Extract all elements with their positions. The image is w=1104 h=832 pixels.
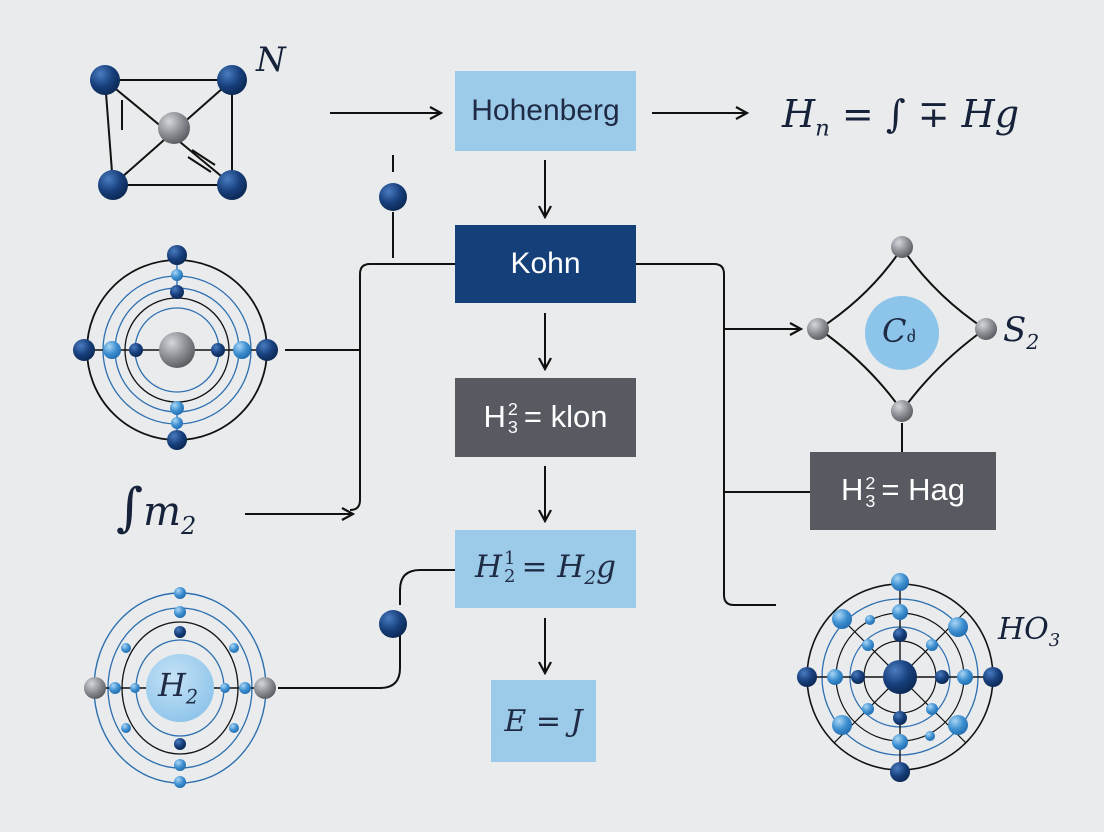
h3-hag-rest: = Hag	[881, 472, 965, 508]
hn-rest: = ∫ ∓ Hg	[841, 92, 1020, 136]
c-label: Cძ	[882, 312, 916, 350]
h2-h2g-base: H	[474, 548, 503, 585]
atom-to-h2-box	[399, 569, 455, 605]
orbital-atom-left	[73, 245, 278, 450]
ho3-label: HO3	[998, 612, 1060, 651]
e-j-label: E = J	[504, 703, 583, 739]
atom-dark	[217, 170, 247, 200]
bracket-to-kohn	[349, 263, 455, 511]
h3-hag-sup: 2	[865, 472, 876, 493]
h2-core	[146, 654, 214, 722]
molecule-square-n	[90, 65, 247, 200]
hohenberg-box: Hohenberg	[455, 71, 636, 151]
kohn-box: Kohn	[455, 225, 636, 303]
kohn-label: Kohn	[510, 247, 581, 280]
c-letter: C	[882, 312, 907, 350]
h2-label: H2	[158, 666, 198, 708]
s2-sub: 2	[1026, 329, 1040, 354]
c-core	[865, 296, 939, 370]
ho3-ho: HO	[998, 612, 1049, 647]
integral-m: m	[143, 489, 182, 535]
atom-dark	[217, 65, 247, 95]
hn-n: n	[815, 115, 830, 142]
h2-h2g-rest-sub: 2	[584, 568, 597, 590]
atom-dark	[98, 170, 128, 200]
molecule-c-diamond	[807, 236, 997, 422]
s2-label: S2	[1003, 310, 1039, 354]
n-label: N	[256, 40, 286, 80]
integral-symbol: ∫	[116, 478, 144, 538]
h2-to-atom	[278, 632, 401, 689]
hohenberg-label: Hohenberg	[471, 94, 620, 127]
atom-dark-small	[379, 610, 407, 638]
ho3-sub: 3	[1048, 630, 1061, 651]
h3-klon-rest: = klon	[523, 398, 608, 434]
h3-hag-sub: 3	[865, 490, 876, 511]
h3-klon-sub: 3	[507, 417, 518, 438]
atom-dark	[90, 65, 120, 95]
bracket-from-kohn	[636, 263, 776, 606]
h3-klon-sup: 2	[507, 399, 518, 420]
h2-h2g-sub: 2	[504, 566, 516, 588]
connectors	[245, 113, 903, 689]
h2-h2g-sup: 1	[504, 548, 516, 570]
h2-sub: 2	[185, 685, 199, 709]
h3-hag-base: H	[841, 472, 864, 508]
h2-h2g-rest-tail: g	[596, 548, 617, 585]
atom-dark-small	[379, 183, 407, 211]
c-suffix: ძ	[906, 327, 916, 346]
nucleus-gray	[159, 332, 195, 368]
integral-sub: 2	[181, 512, 197, 540]
orbital-h2	[84, 587, 276, 788]
orbital-ho3	[797, 573, 1003, 782]
atom-gray-center	[158, 112, 190, 144]
e-j-box: E = J	[491, 680, 596, 762]
integral-m2-label: ∫m2	[116, 478, 196, 540]
h2-h: H	[158, 666, 186, 704]
h3-klon-base: H	[483, 398, 506, 434]
nucleus-dark	[883, 660, 917, 694]
hn-h: H	[782, 92, 816, 136]
h2-h2g-rest: = H	[521, 548, 585, 585]
s2-s: S	[1003, 310, 1027, 350]
hn-equation: Hn = ∫ ∓ Hg	[782, 92, 1019, 142]
